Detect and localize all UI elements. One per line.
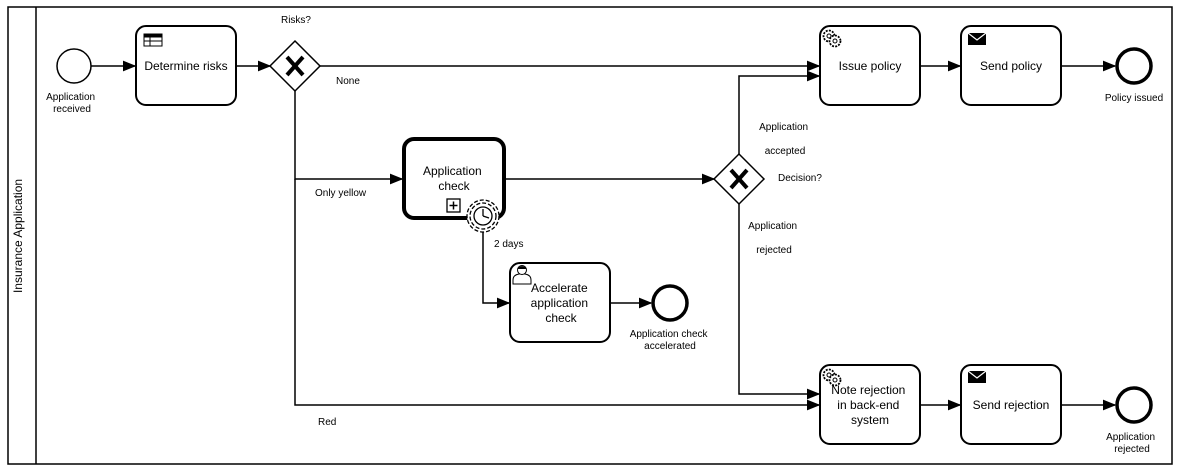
gear-icon — [822, 29, 842, 48]
task-accelerate-check-label: Accelerate application check — [531, 281, 592, 325]
task-send-policy-label: Send policy — [980, 59, 1042, 73]
envelope-icon — [967, 32, 987, 45]
end-event-accelerated[interactable] — [651, 284, 689, 322]
end-event-policy-issued[interactable] — [1115, 47, 1153, 85]
subprocess-plus-icon — [446, 198, 461, 213]
flow-red[interactable] — [294, 179, 821, 411]
task-issue-policy[interactable]: Issue policy — [819, 25, 921, 106]
start-event-label: Application received — [46, 92, 98, 115]
task-application-check-label: Application check — [423, 164, 485, 193]
end-event-application-rejected-label: Application rejected — [1106, 432, 1158, 455]
flow-timer-to-accelerate[interactable] — [482, 231, 511, 309]
task-send-rejection[interactable]: Send rejection — [960, 364, 1062, 445]
sequence-flows — [91, 60, 1117, 411]
task-note-rejection[interactable]: Note rejection in back-end system — [819, 364, 921, 445]
start-event[interactable] — [56, 48, 92, 84]
task-send-policy[interactable]: Send policy — [960, 25, 1062, 106]
gateway-risks-label: Risks? — [281, 15, 311, 26]
envelope-icon — [967, 370, 987, 383]
flow-label-red: Red — [318, 417, 336, 428]
timer-label: 2 days — [494, 239, 523, 250]
flow-accepted[interactable] — [738, 70, 821, 154]
task-note-rejection-label: Note rejection in back-end system — [831, 383, 908, 427]
timer-boundary-event[interactable] — [466, 199, 500, 233]
task-send-rejection-label: Send rejection — [973, 398, 1050, 412]
task-determine-risks[interactable]: Determine risks — [135, 25, 237, 106]
user-icon — [512, 265, 532, 285]
gear-icon — [822, 368, 842, 387]
flow-label-accepted: Application accepted — [759, 122, 811, 157]
flow-label-only-yellow: Only yellow — [315, 188, 367, 199]
task-issue-policy-label: Issue policy — [839, 59, 902, 73]
gateway-decision[interactable] — [712, 152, 766, 206]
flow-rejected[interactable] — [738, 204, 821, 400]
task-application-check[interactable]: Application check — [402, 137, 506, 220]
flow-label-none: None — [336, 76, 360, 87]
task-accelerate-check[interactable]: Accelerate application check — [509, 262, 611, 343]
exclusive-x-icon — [285, 55, 305, 77]
exclusive-x-icon — [729, 168, 749, 190]
table-icon — [143, 33, 163, 47]
end-event-policy-issued-label: Policy issued — [1105, 93, 1163, 104]
end-event-accelerated-label: Application check accelerated — [630, 329, 711, 352]
gateway-decision-label: Decision? — [778, 173, 822, 184]
end-event-application-rejected[interactable] — [1115, 386, 1153, 424]
gateway-risks[interactable] — [268, 39, 322, 93]
flow-label-rejected: Application rejected — [748, 221, 800, 256]
task-determine-risks-label: Determine risks — [144, 59, 227, 73]
pool-label: Insurance Application — [11, 179, 25, 293]
clock-icon — [473, 206, 493, 226]
